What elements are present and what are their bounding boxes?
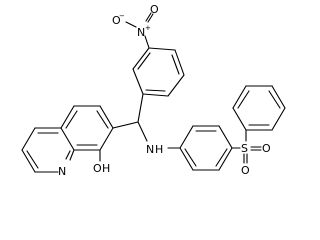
sulfonyl-o-right-label: O — [262, 142, 271, 155]
chemical-structure-drawing: O N + O − N H — [21, 3, 286, 178]
hydroxyl-group: O H — [93, 149, 110, 175]
hydroxyl-h-label: H — [102, 162, 110, 175]
bond-n-o-top — [145, 12, 152, 22]
nitro-o-left-charge: − — [119, 12, 125, 20]
nitro-o-left-label: O — [112, 14, 121, 27]
quinoline-benzo-ring — [60, 105, 114, 151]
phenylsulfonyl-ring — [232, 85, 286, 131]
amine-n-label: N — [146, 143, 154, 156]
bond-n-o-left — [125, 21, 137, 28]
sulfonyl-o-bottom-label: O — [241, 164, 250, 177]
nitrophenyl-ring — [132, 47, 185, 97]
aminophenyl-ring — [179, 125, 233, 171]
nitro-n-label: N — [137, 26, 145, 39]
nitro-group: O N + O − — [112, 3, 159, 49]
amine-group: N H — [146, 143, 181, 156]
nitro-o-top-label: O — [150, 3, 159, 16]
sulfonyl-s-label: S — [241, 142, 248, 155]
quinoline-pyridine-ring: N — [21, 127, 75, 178]
sulfonyl-group: S O O — [231, 129, 271, 177]
bond-n-ring — [144, 35, 150, 49]
amine-h-label: H — [155, 143, 163, 156]
nitro-n-charge: + — [145, 24, 151, 32]
hydroxyl-o-label: O — [93, 162, 102, 175]
structure-canvas: O N + O − N H — [21, 3, 286, 178]
quinoline-n-label: N — [58, 165, 66, 178]
bond-n-o-top-double — [147, 13, 154, 23]
central-methine — [112, 93, 148, 142]
